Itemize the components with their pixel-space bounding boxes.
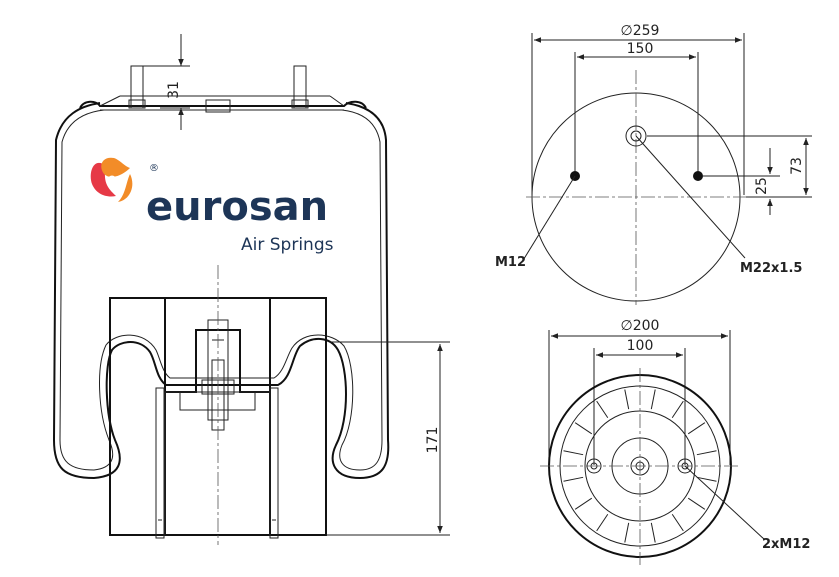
top-dim-diameter: ∅259	[621, 23, 660, 39]
piston-rib	[671, 400, 684, 419]
piston-rib	[574, 497, 593, 510]
piston-rib	[696, 476, 717, 482]
dim-stud-height: 31	[166, 81, 182, 99]
piston-rib	[687, 497, 706, 510]
top-view: ∅259 150 73 25 M12 M22x1.5	[495, 23, 812, 305]
piston-rib	[596, 513, 609, 532]
callout-2xm12: 2xM12	[762, 537, 810, 552]
piston	[109, 297, 327, 539]
right-stud	[293, 65, 307, 109]
air-port-outer	[625, 125, 647, 147]
bellows-outline	[52, 102, 390, 480]
piston-rib	[563, 450, 584, 456]
bottom-view: ∅200 100 2xM12	[540, 318, 810, 565]
callout-m12: M12	[495, 255, 526, 270]
dim-piston-height: 171	[425, 427, 441, 454]
brand-logo: ® eurosan Air Springs	[90, 157, 334, 255]
piston-rib	[624, 389, 630, 410]
top-plate	[79, 100, 367, 109]
logo-mark-icon	[90, 157, 133, 202]
piston-rib	[574, 422, 593, 435]
bottom-dim-diameter: ∅200	[621, 318, 660, 334]
right-stud-hole	[693, 171, 703, 181]
piston-rib	[650, 522, 656, 543]
bellows-inner	[59, 109, 383, 471]
brand-name: eurosan	[146, 184, 328, 230]
brand-tagline: Air Springs	[241, 235, 334, 255]
piston-rib	[687, 422, 706, 435]
piston-rib	[563, 476, 584, 482]
piston-rib	[650, 389, 656, 410]
piston-rib	[671, 513, 684, 532]
side-view: 31 171	[52, 34, 450, 545]
piston-rib	[696, 450, 717, 456]
top-dim-73: 73	[789, 157, 805, 175]
top-dim-25: 25	[754, 177, 770, 195]
bottom-dim-bolt-spacing: 100	[627, 338, 654, 354]
top-dim-bolt-spacing: 150	[627, 41, 654, 57]
piston-ribs	[563, 389, 717, 543]
piston-rib	[596, 400, 609, 419]
registered-mark: ®	[149, 163, 159, 174]
left-stud	[130, 65, 144, 109]
callout-m22x1-5: M22x1.5	[740, 261, 802, 276]
piston-rib	[624, 522, 630, 543]
